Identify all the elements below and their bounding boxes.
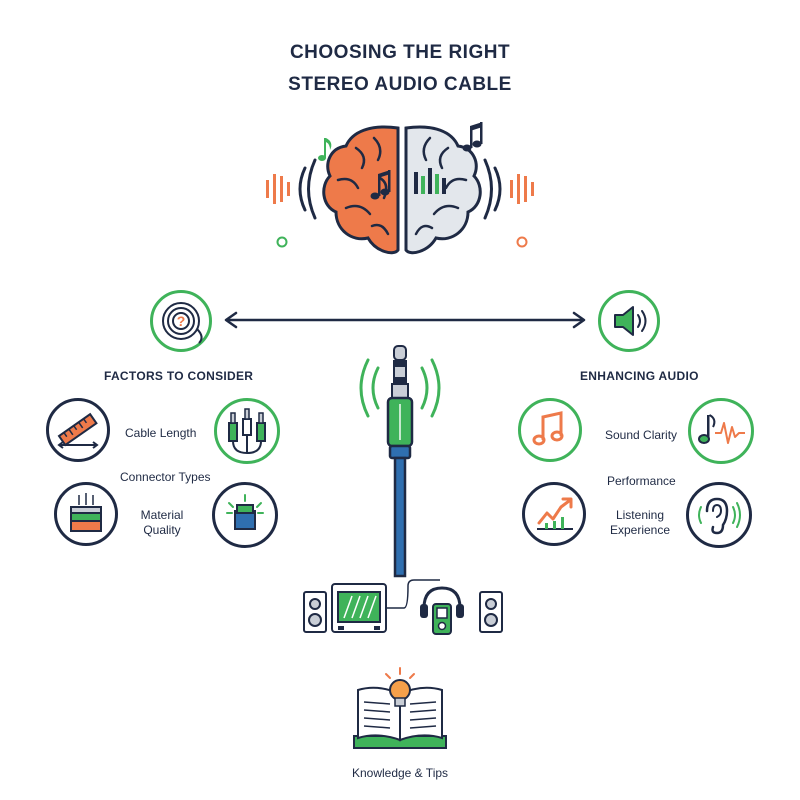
- connector-types-label: Connector Types: [120, 470, 211, 484]
- equalizer-icon: [414, 168, 446, 194]
- ruler-icon: [57, 412, 99, 449]
- knowledge-tips-label: Knowledge & Tips: [351, 766, 449, 780]
- music-note-orange-icon: [532, 411, 564, 446]
- media-player-icon: [432, 603, 452, 635]
- connector-types-circle: [214, 398, 280, 464]
- listening-label-line2: Experience: [609, 523, 671, 537]
- cable-layers-icon: [70, 493, 102, 532]
- material-inspect-circle: [212, 482, 278, 548]
- left-speaker-icon: [303, 591, 327, 633]
- cable-length-circle: [46, 398, 110, 462]
- rca-connectors-icon: [228, 408, 266, 455]
- title-line-2: STEREO AUDIO CABLE: [288, 74, 512, 95]
- music-note-center-icon: [370, 170, 391, 200]
- brain-illustration: [260, 118, 550, 268]
- audio-jack-icon: [359, 345, 441, 578]
- enhancing-heading: ENHANCING AUDIO: [580, 369, 699, 383]
- double-arrow: [222, 310, 588, 330]
- enhancing-speaker-circle: [598, 290, 660, 352]
- right-wave-icon: [483, 158, 502, 220]
- performance-circle: [522, 482, 586, 546]
- dot-green-icon: [276, 236, 288, 248]
- audio-jack-cable: [350, 340, 450, 580]
- listening-label-line1: Listening: [615, 508, 665, 522]
- left-sound-bars-icon: [266, 174, 290, 204]
- music-note-green-icon: [318, 138, 332, 161]
- dot-orange-icon: [516, 236, 528, 248]
- material-quality-circle: [54, 482, 118, 546]
- jack-signal-waves-icon: [359, 358, 441, 418]
- performance-label: Performance: [607, 474, 676, 488]
- music-note-circle: [518, 398, 582, 462]
- cable-length-label: Cable Length: [125, 426, 197, 440]
- note-waveform-icon: [698, 414, 745, 444]
- growth-chart-icon: [537, 497, 573, 530]
- knowledge-book-illustration: [350, 666, 450, 758]
- music-note-navy-icon: [462, 122, 483, 152]
- factors-heading: FACTORS TO CONSIDER: [104, 369, 254, 383]
- quality-inspect-icon: [226, 494, 264, 530]
- right-speaker-icon: [479, 591, 503, 633]
- double-arrow-icon: [224, 311, 586, 329]
- title-line-1: CHOOSING THE RIGHT: [289, 42, 511, 63]
- svg-text:?: ?: [177, 313, 186, 329]
- material-label-line2: Quality: [143, 523, 181, 537]
- speaker-icon: [614, 306, 647, 336]
- sound-clarity-circle: [688, 398, 754, 464]
- headphones-icon: [420, 586, 464, 618]
- open-book-lightbulb-icon: [353, 667, 447, 749]
- ear-icon: [698, 497, 741, 535]
- connection-wire-icon: [386, 579, 440, 609]
- material-quality-label: Material Quality: [140, 508, 184, 538]
- factors-question-circle: ?: [150, 290, 212, 352]
- sound-clarity-label: Sound Clarity: [605, 428, 678, 442]
- right-sound-bars-icon: [510, 174, 534, 204]
- listening-experience-circle: [686, 482, 752, 548]
- listening-experience-label: Listening Experience: [608, 508, 672, 538]
- left-wave-icon: [298, 158, 317, 220]
- material-label-line1: Material: [140, 508, 184, 522]
- audio-setup-illustration: [300, 574, 510, 640]
- amplifier-icon: [331, 583, 387, 633]
- cable-coil-question-icon: ?: [162, 302, 203, 344]
